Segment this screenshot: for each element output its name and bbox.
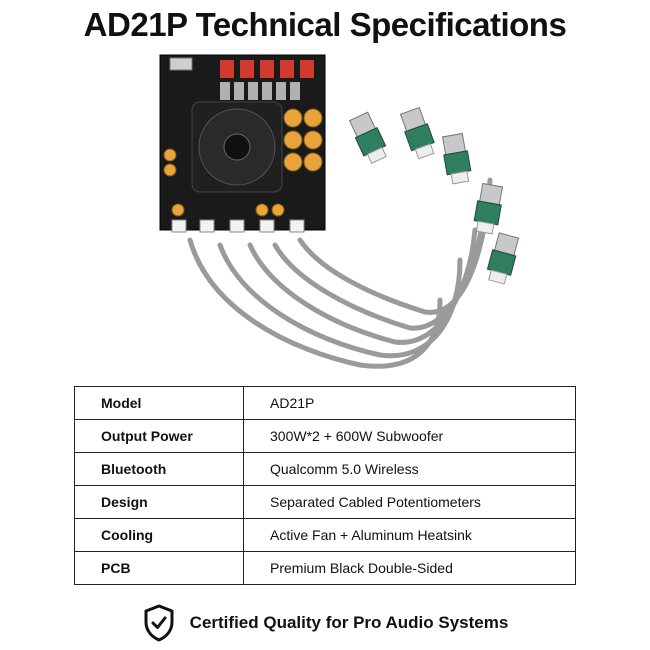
spec-label: Model	[74, 386, 244, 420]
certification-footer: Certified Quality for Pro Audio Systems	[0, 600, 650, 646]
specifications-table: Model AD21P Output Power 300W*2 + 600W S…	[74, 386, 576, 585]
table-row: Cooling Active Fan + Aluminum Heatsink	[74, 518, 576, 552]
table-row: Output Power 300W*2 + 600W Subwoofer	[74, 419, 576, 453]
amplifier-board-image	[159, 54, 520, 369]
spec-label: PCB	[74, 551, 244, 585]
table-row: Model AD21P	[74, 386, 576, 420]
table-row: Design Separated Cabled Potentiometers	[74, 485, 576, 519]
spec-label: Design	[74, 485, 244, 519]
table-row: Bluetooth Qualcomm 5.0 Wireless	[74, 452, 576, 486]
shield-check-icon	[144, 604, 174, 642]
spec-label: Cooling	[74, 518, 244, 552]
spec-value: Separated Cabled Potentiometers	[243, 485, 576, 519]
certification-text: Certified Quality for Pro Audio Systems	[189, 613, 509, 632]
table-row: PCB Premium Black Double-Sided	[74, 551, 576, 585]
spec-label: Bluetooth	[74, 452, 244, 486]
spec-value: Active Fan + Aluminum Heatsink	[243, 518, 576, 552]
spec-value: AD21P	[243, 386, 576, 420]
page-title: AD21P Technical Specifications	[83, 6, 567, 43]
spec-value: Qualcomm 5.0 Wireless	[243, 452, 576, 486]
spec-label: Output Power	[74, 419, 244, 453]
spec-value: Premium Black Double-Sided	[243, 551, 576, 585]
spec-value: 300W*2 + 600W Subwoofer	[243, 419, 576, 453]
